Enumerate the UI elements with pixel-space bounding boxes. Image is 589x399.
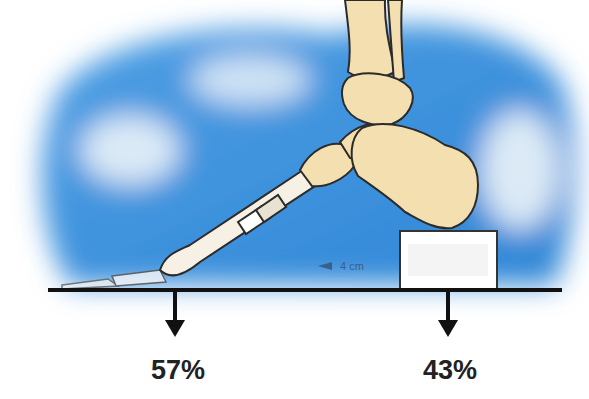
force-arrows (165, 290, 458, 337)
talus-bone (342, 73, 413, 125)
dimension-arrow (318, 262, 332, 270)
load-percentage: 57% (151, 355, 205, 386)
metatarsal-bones (160, 169, 319, 275)
toe-bones (62, 270, 166, 289)
heel-block-shade (408, 244, 488, 276)
floor-line (48, 288, 562, 292)
leg-bones (345, 0, 404, 82)
load-percentage: 43% (423, 355, 477, 386)
heel-block (400, 231, 497, 289)
calcaneus-bone (352, 124, 478, 228)
dimension-label: 4 cm (340, 260, 364, 272)
